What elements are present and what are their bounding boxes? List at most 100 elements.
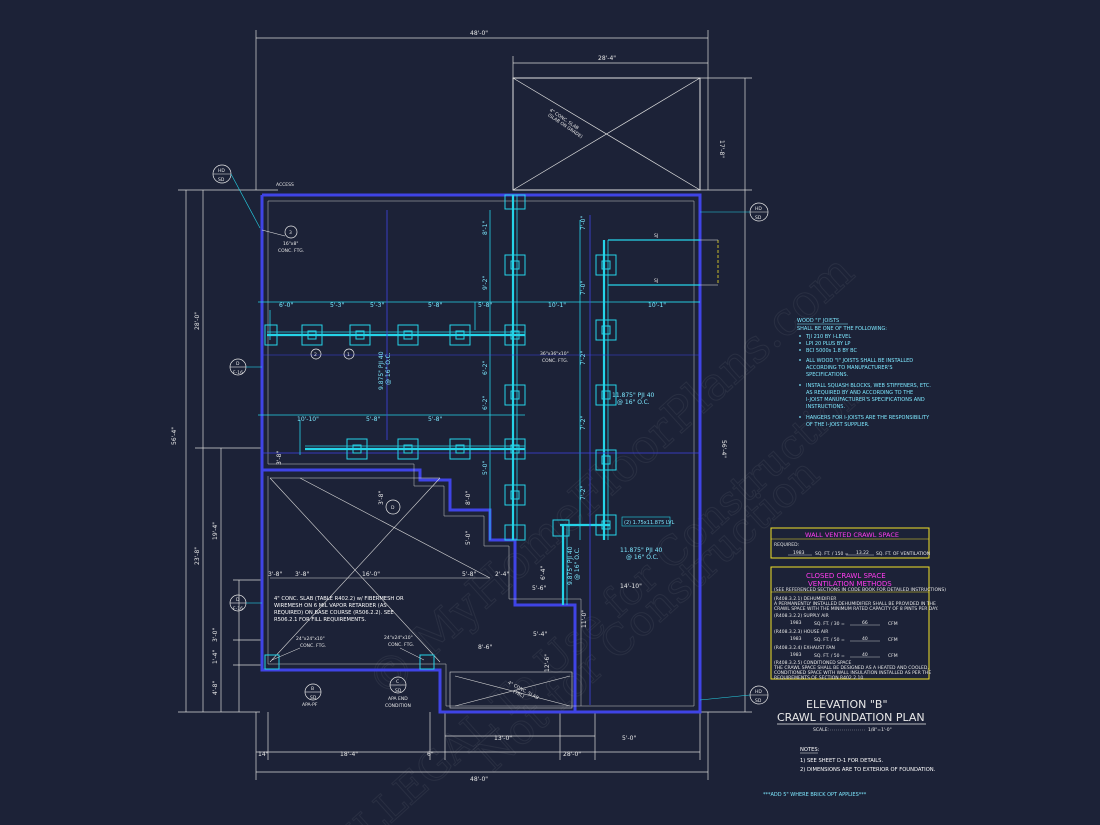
wall-vented-area: 1983	[793, 550, 805, 556]
dim-misc-13: 11'-0"	[581, 610, 588, 628]
notes-heading: NOTES:	[800, 747, 820, 753]
callout-ftg1-line1: 16"x8"	[283, 241, 298, 247]
closed-crawl-m2-formula: SQ. FT. / 30 =	[814, 621, 845, 627]
callout-apa-pf: APA-PF	[302, 702, 318, 708]
joist-bullet2-line1: INSTALL SQUASH BLOCKS, WEB STIFFENERS, E…	[806, 383, 931, 389]
closed-crawl-title1: CLOSED CRAWL SPACE	[806, 572, 886, 580]
slab-on-grade: 4" CONC. SLAB (SLAB ON GRADE)	[512, 77, 701, 191]
title-line2: CRAWL FOUNDATION PLAN	[777, 711, 925, 724]
joist-option-1: TJI 210 BY I-LEVEL	[805, 334, 851, 340]
callout-beam2-line1: 11.875" PJI 40	[612, 392, 655, 399]
dim-misc-15: 5'-0"	[465, 531, 472, 545]
closed-crawl-m5-line3: REQUIREMENTS OF SECTION R402.2.10.	[774, 675, 865, 681]
dim-bottom-2: 18'-4"	[340, 751, 358, 758]
closed-crawl-box: CLOSED CRAWL SPACE VENTILATION METHODS (…	[770, 566, 946, 681]
svg-text:SD: SD	[310, 695, 317, 701]
note-2: 2) DIMENSIONS ARE TO EXTERIOR OF FOUNDAT…	[800, 767, 936, 773]
svg-text:F-16: F-16	[233, 370, 243, 376]
dim-misc-11: 12'-6"	[544, 654, 551, 672]
callout-ftg-b-line1: 24"x24"x10"	[384, 635, 413, 641]
access-label: ACCESS	[276, 182, 294, 188]
dim-misc-3: 3'-8"	[295, 571, 309, 578]
svg-text:HD: HD	[755, 689, 762, 695]
closed-crawl-m3-result: 40	[862, 636, 868, 642]
svg-text:SD: SD	[395, 688, 402, 694]
callout-slab2-line2: (TBL)	[512, 689, 525, 700]
slab-note-line1: 4" CONC. SLAB (TABLE R402.2) w/ FIBERMES…	[274, 596, 404, 602]
dim-col-10: 7'-2"	[580, 486, 587, 500]
dim-misc-7: 5'-4"	[533, 631, 547, 638]
svg-text:HD: HD	[218, 168, 225, 174]
dim-row1-5: 5'-8"	[478, 302, 492, 309]
dim-misc-5: 5'-8"	[462, 571, 476, 578]
wall-vented-formula: SQ. FT. / 150 =	[815, 551, 849, 557]
closed-crawl-m4-result: 40	[862, 652, 868, 658]
svg-text:D: D	[236, 361, 240, 367]
slab-note-line2: WIREMESH ON 6 MIL VAPOR RETARDER (AS	[274, 603, 387, 609]
dimension-lines	[178, 30, 752, 780]
dim-row1-3: 5'-3"	[370, 302, 384, 309]
joist-notes-subtitle: SHALL BE ONE OF THE FOLLOWING:	[797, 326, 887, 332]
dim-row1-2: 5'-3"	[330, 302, 344, 309]
dim-misc-8: 8'-6"	[478, 644, 492, 651]
callout-beam4-line1: 9.875" PJI 40	[567, 546, 574, 585]
callout-ftg-a-line1: 24"x24"x10"	[296, 636, 325, 642]
dim-left-3: 19'-4"	[212, 522, 219, 540]
tag-hd-top-left: HD SD	[212, 164, 261, 229]
tag-c: C SD	[389, 676, 407, 694]
closed-crawl-m4-unit: CFM	[888, 653, 898, 659]
closed-crawl-m1-label: (R408.3.2.1) DEHUMIDIFIER	[774, 596, 836, 602]
closed-crawl-m3-unit: CFM	[888, 637, 898, 643]
dim-left-4: 3'-8"	[276, 451, 283, 465]
dimension-texts: 48'-0" 28'-4" 17'-8" 56'-4" 56'-4" 28'-0…	[171, 30, 727, 783]
dim-misc-2: 3'-8"	[268, 571, 282, 578]
dim-misc-14: 8'-0"	[465, 491, 472, 505]
joist-bullet2-line2: AS REQUIRED BY AND ACCORDING TO THE	[806, 390, 913, 396]
closed-crawl-m2-area: 1983	[790, 620, 802, 626]
dim-slab-depth: 17'-8"	[718, 140, 725, 158]
wall-vented-required: REQUIRED:	[774, 542, 799, 548]
dim-row1-4: 5'-8"	[428, 302, 442, 309]
pier-column-2	[552, 254, 617, 537]
dim-left-6: 1'-4"	[212, 650, 219, 664]
piers	[264, 194, 617, 670]
callout-ftg1-num: 3	[289, 230, 292, 236]
callout-ftg-a-line2: CONC. FTG.	[300, 643, 326, 649]
dim-row2-3: 5'-8"	[428, 416, 442, 423]
dim-overall-right: 56'-4"	[720, 440, 727, 458]
dim-left-5: 3'-0"	[212, 628, 219, 642]
callout-beam1-line1: 9.875" PJI 40	[378, 351, 385, 390]
svg-text:SD: SD	[755, 698, 762, 704]
dim-row1-7: 10'-1"	[648, 302, 666, 309]
dim-misc-1: 3'-8"	[378, 491, 385, 505]
pier-column-1	[504, 194, 526, 541]
dim-bottom-3: 6"	[427, 751, 434, 758]
callout-ftg3-num: 1	[347, 352, 350, 358]
callout-ftg2-num: 2	[314, 352, 317, 358]
svg-text:B: B	[311, 686, 314, 692]
joist-bullet2-line4: INSTRUCTIONS.	[806, 404, 845, 410]
dim-misc-10: 5'-6"	[532, 585, 546, 592]
closed-crawl-m2-unit: CFM	[888, 621, 898, 627]
closed-crawl-title2: VENTILATION METHODS	[808, 580, 892, 588]
callout-beam3-line2: @ 16" O.C.	[626, 554, 659, 561]
callout-beam3-line1: 11.875" PJI 40	[620, 547, 663, 554]
callout-ftg-b-line2: CONC. FTG.	[388, 642, 414, 648]
dim-row2-1: 10'-10"	[297, 416, 319, 423]
slab-note-line3: REQUIRED) ON BASE COURSE (R506.2.2). SEE	[274, 610, 394, 616]
dim-row2-2: 5'-8"	[366, 416, 380, 423]
closed-crawl-m3-formula: SQ. FT. / 50 =	[814, 637, 845, 643]
dim-col-8: 7'-2"	[580, 351, 587, 365]
tag-b: B SD	[304, 683, 322, 701]
callout-sj1: SJ	[654, 233, 658, 239]
callout-apa-end-line2: CONDITION	[385, 703, 411, 709]
wall-vented-unit: SQ. FT. OF VENTILATION	[876, 551, 930, 557]
joist-notes: WOOD "I" JOISTS SHALL BE ONE OF THE FOLL…	[797, 318, 931, 428]
tag-d-f16-2: D F-16	[229, 594, 262, 612]
scale-label: SCALE:	[813, 727, 829, 733]
pier-row-1	[301, 324, 526, 346]
wall-vented-box: WALL VENTED CRAWL SPACE REQUIRED: 1983 S…	[770, 527, 930, 559]
wall-vented-result: 13.22	[856, 550, 869, 556]
dim-left-7: 4'-8"	[212, 681, 219, 695]
slab-note-line4: R506.2.1 FOR FILL REQUIREMENTS.	[274, 617, 367, 623]
